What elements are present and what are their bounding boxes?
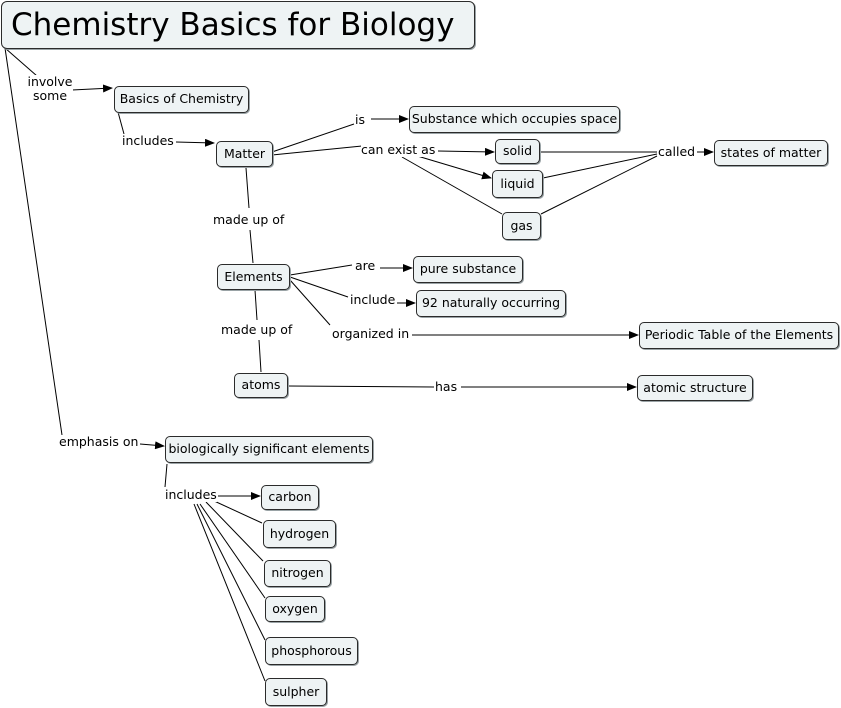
concept-hydrogen[interactable]: hydrogen [263, 520, 336, 548]
concept-basics-of-chemistry[interactable]: Basics of Chemistry [114, 86, 249, 113]
link-includes-chemistry: includes [122, 133, 174, 149]
concept-matter[interactable]: Matter [216, 141, 273, 167]
concept-sulpher[interactable]: sulpher [265, 678, 327, 706]
link-has: has [435, 379, 458, 395]
link-made-up-of-atoms: made up of [221, 322, 293, 338]
concept-carbon[interactable]: carbon [261, 485, 319, 510]
concept-states-of-matter[interactable]: states of matter [714, 140, 828, 166]
concept-biologically-significant-elements[interactable]: biologically significant elements [165, 436, 373, 463]
link-organized-in: organized in [332, 326, 410, 342]
concept-nitrogen[interactable]: nitrogen [264, 560, 331, 587]
concept-solid[interactable]: solid [495, 139, 540, 164]
concept-liquid[interactable]: liquid [492, 170, 543, 198]
concept-atomic-structure[interactable]: atomic structure [637, 375, 753, 401]
concept-92-naturally-occurring[interactable]: 92 naturally occurring [416, 290, 566, 317]
concept-gas[interactable]: gas [502, 212, 541, 240]
link-can-exist-as: can exist as [361, 142, 436, 158]
concept-substance[interactable]: Substance which occupies space [409, 106, 620, 133]
concept-oxygen[interactable]: oxygen [265, 596, 325, 622]
concept-atoms[interactable]: atoms [234, 373, 288, 398]
link-made-up-of-elements: made up of [213, 212, 285, 228]
link-are: are [355, 258, 376, 274]
link-involve-some-line2: some [32, 88, 68, 104]
concept-periodic-table[interactable]: Periodic Table of the Elements [639, 322, 839, 349]
concept-elements[interactable]: Elements [217, 264, 290, 290]
map-title: Chemistry Basics for Biology [1, 1, 475, 49]
link-includes-bio: includes [165, 487, 217, 503]
link-involve-some: involve some [27, 74, 73, 104]
concept-pure-substance[interactable]: pure substance [413, 256, 523, 283]
link-involve-some-line1: involve [27, 74, 73, 89]
concept-phosphorous[interactable]: phosphorous [265, 637, 358, 665]
link-is: is [355, 112, 365, 128]
link-called: called [658, 144, 696, 160]
link-include: include [350, 292, 396, 308]
link-emphasis-on: emphasis on [59, 434, 139, 450]
